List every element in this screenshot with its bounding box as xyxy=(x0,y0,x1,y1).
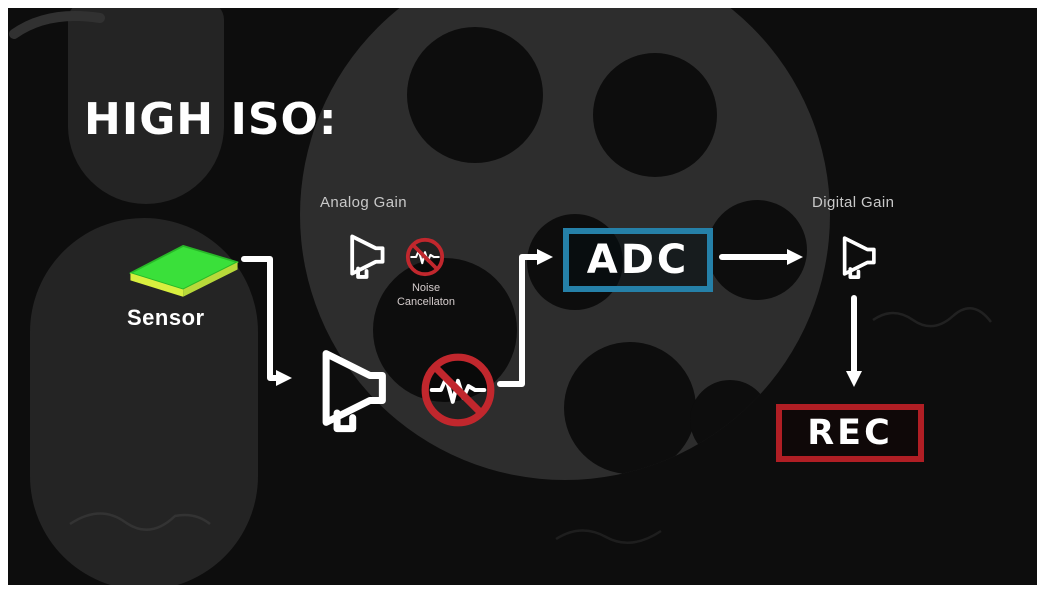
digital-gain-label: Digital Gain xyxy=(812,194,895,211)
megaphone-icon xyxy=(842,236,876,279)
sensor-label: Sensor xyxy=(127,305,205,330)
analog-gain-label: Analog Gain xyxy=(320,194,407,211)
reel-hole xyxy=(690,380,770,460)
reel-hole xyxy=(707,200,807,300)
adc-box: ADC xyxy=(563,228,713,292)
adc-label: ADC xyxy=(586,237,690,283)
no-noise-icon xyxy=(421,353,495,427)
noise-cancellation-label: Noise Cancellaton xyxy=(380,281,472,310)
rec-label: REC xyxy=(807,413,893,453)
reel-hole xyxy=(407,27,543,163)
page-title: HIGH ISO: xyxy=(84,94,338,145)
sensor-chip-icon xyxy=(129,244,239,297)
diagram-canvas: HIGH ISO: Sensor Analog Gain xyxy=(8,8,1037,585)
megaphone-icon xyxy=(350,234,385,279)
rec-box: REC xyxy=(776,404,924,462)
film-reel-graphic xyxy=(300,8,830,480)
reel-hole xyxy=(564,342,696,474)
background-shield-shape xyxy=(68,8,224,204)
noise-label-line2: Cancellaton xyxy=(396,296,456,309)
megaphone-icon xyxy=(322,350,386,433)
no-noise-icon xyxy=(405,237,445,277)
noise-label-line1: Noise xyxy=(411,282,441,294)
reel-hole xyxy=(593,53,717,177)
